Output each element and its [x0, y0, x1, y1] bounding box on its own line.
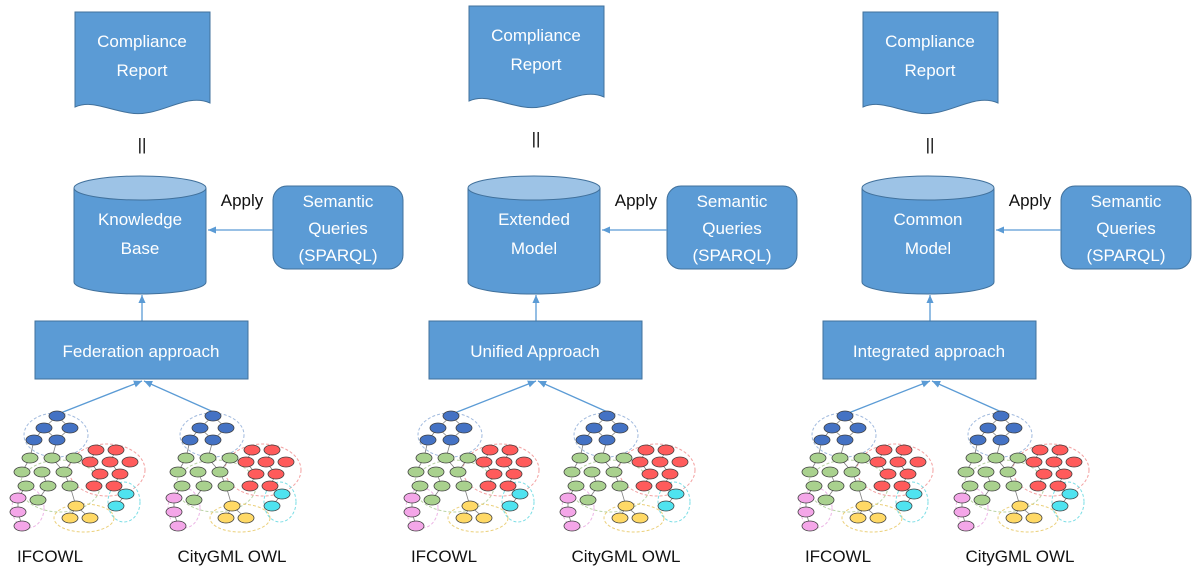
- citygml-owl-label: CityGML OWL: [178, 547, 287, 566]
- queries-line2: Queries: [702, 219, 762, 238]
- ifcowl-label: IFCOWL: [805, 547, 871, 566]
- citygml-arrow: [143, 380, 219, 415]
- ifcowl-label: IFCOWL: [17, 547, 83, 566]
- queries-line1: Semantic: [1091, 192, 1162, 211]
- ontology-graph-icon: [797, 410, 934, 533]
- ifcowl-arrow: [451, 380, 537, 415]
- approach-label: Integrated approach: [853, 342, 1005, 361]
- store-label-line1: Extended: [498, 210, 570, 229]
- queries-line3: (SPARQL): [692, 246, 771, 265]
- citygml-arrow: [931, 380, 1007, 415]
- apply-label: Apply: [1009, 191, 1052, 210]
- ontology-graph-icon: [9, 410, 146, 533]
- report-title-line1: Compliance: [491, 26, 581, 45]
- queries-line1: Semantic: [697, 192, 768, 211]
- queries-line3: (SPARQL): [1086, 246, 1165, 265]
- approach-label: Federation approach: [63, 342, 220, 361]
- citygml-arrow: [537, 380, 613, 415]
- store-label-line2: Base: [121, 239, 160, 258]
- queries-line1: Semantic: [303, 192, 374, 211]
- citygml-owl-label: CityGML OWL: [966, 547, 1075, 566]
- apply-label: Apply: [221, 191, 264, 210]
- equality-mark: ||: [926, 135, 935, 154]
- ontology-graph-icon: [559, 410, 696, 533]
- queries-line3: (SPARQL): [298, 246, 377, 265]
- report-title-line1: Compliance: [885, 32, 975, 51]
- ontology-graph-icon: [165, 410, 302, 533]
- apply-label: Apply: [615, 191, 658, 210]
- document-icon: [74, 11, 211, 115]
- equality-mark: ||: [138, 135, 147, 154]
- ifcowl-arrow: [845, 380, 931, 415]
- approach-label: Unified Approach: [470, 342, 599, 361]
- store-label-line1: Common: [894, 210, 963, 229]
- ontology-graph-icon: [953, 410, 1090, 533]
- document-icon: [862, 11, 999, 115]
- approach-box: Unified Approach: [428, 320, 643, 380]
- database-cylinder-icon: [467, 188, 601, 295]
- ifcowl-arrow: [57, 380, 143, 415]
- equality-mark: ||: [532, 129, 541, 148]
- report-title-line2: Report: [904, 61, 955, 80]
- store-label-line1: Knowledge: [98, 210, 182, 229]
- store-label-line2: Model: [905, 239, 951, 258]
- ontology-graph-icon: [403, 410, 540, 533]
- queries-line2: Queries: [1096, 219, 1156, 238]
- database-cylinder-icon: [861, 188, 995, 295]
- report-title-line2: Report: [510, 55, 561, 74]
- ifcowl-label: IFCOWL: [411, 547, 477, 566]
- approach-box: Federation approach: [34, 320, 249, 380]
- document-icon: [468, 5, 605, 109]
- store-label-line2: Model: [511, 239, 557, 258]
- report-title-line1: Compliance: [97, 32, 187, 51]
- report-title-line2: Report: [116, 61, 167, 80]
- database-cylinder-icon: [73, 188, 207, 295]
- queries-line2: Queries: [308, 219, 368, 238]
- citygml-owl-label: CityGML OWL: [572, 547, 681, 566]
- approach-box: Integrated approach: [822, 320, 1037, 380]
